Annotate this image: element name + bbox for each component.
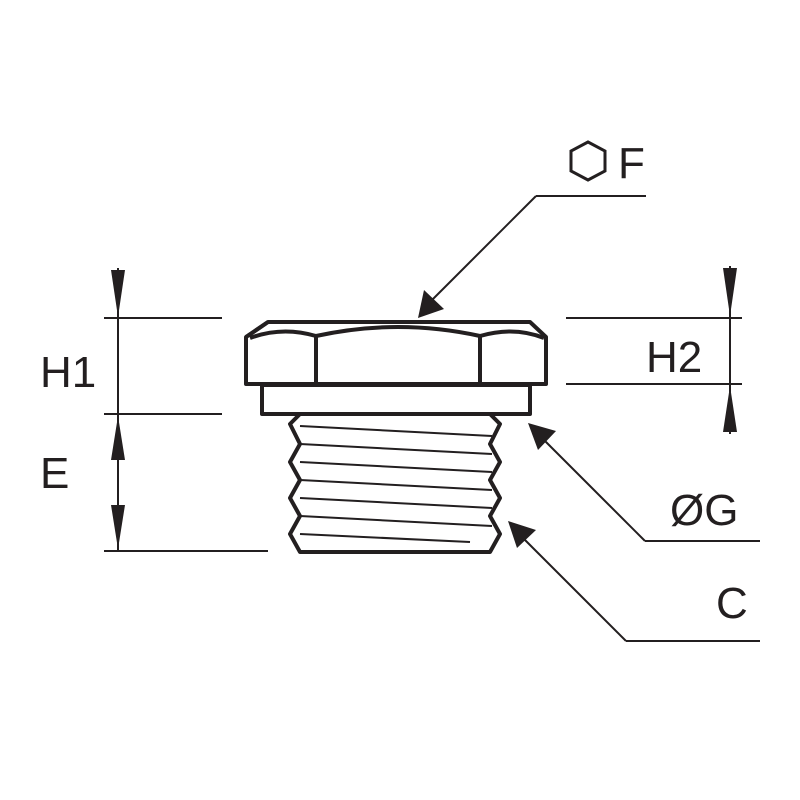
hex-head: [244, 320, 548, 386]
label-h1: H1: [40, 348, 96, 397]
dimension-e: [111, 414, 125, 551]
thread-body: [288, 412, 502, 554]
arrow-up-icon: [723, 386, 737, 432]
label-c: C: [716, 579, 748, 628]
arrow-icon: [528, 423, 556, 450]
collar: [260, 383, 532, 416]
arrow-icon: [418, 290, 444, 318]
extension-lines: [104, 317, 742, 552]
leader-g: [528, 423, 760, 542]
arrow-icon: [508, 521, 536, 548]
label-h2: H2: [646, 333, 702, 382]
label-f: F: [618, 139, 645, 188]
label-e: E: [40, 449, 69, 498]
dimension-h1: [111, 268, 125, 414]
arrow-down-icon: [723, 268, 737, 316]
arrow-up-icon: [111, 416, 125, 460]
leader-c: [508, 521, 760, 642]
hexagon-icon: [569, 140, 607, 182]
label-diameter-g: ØG: [670, 486, 738, 535]
dimension-h2: [723, 266, 737, 434]
arrow-down-icon: [111, 270, 125, 317]
leader-f: [418, 195, 646, 318]
arrow-down-icon: [111, 505, 125, 549]
